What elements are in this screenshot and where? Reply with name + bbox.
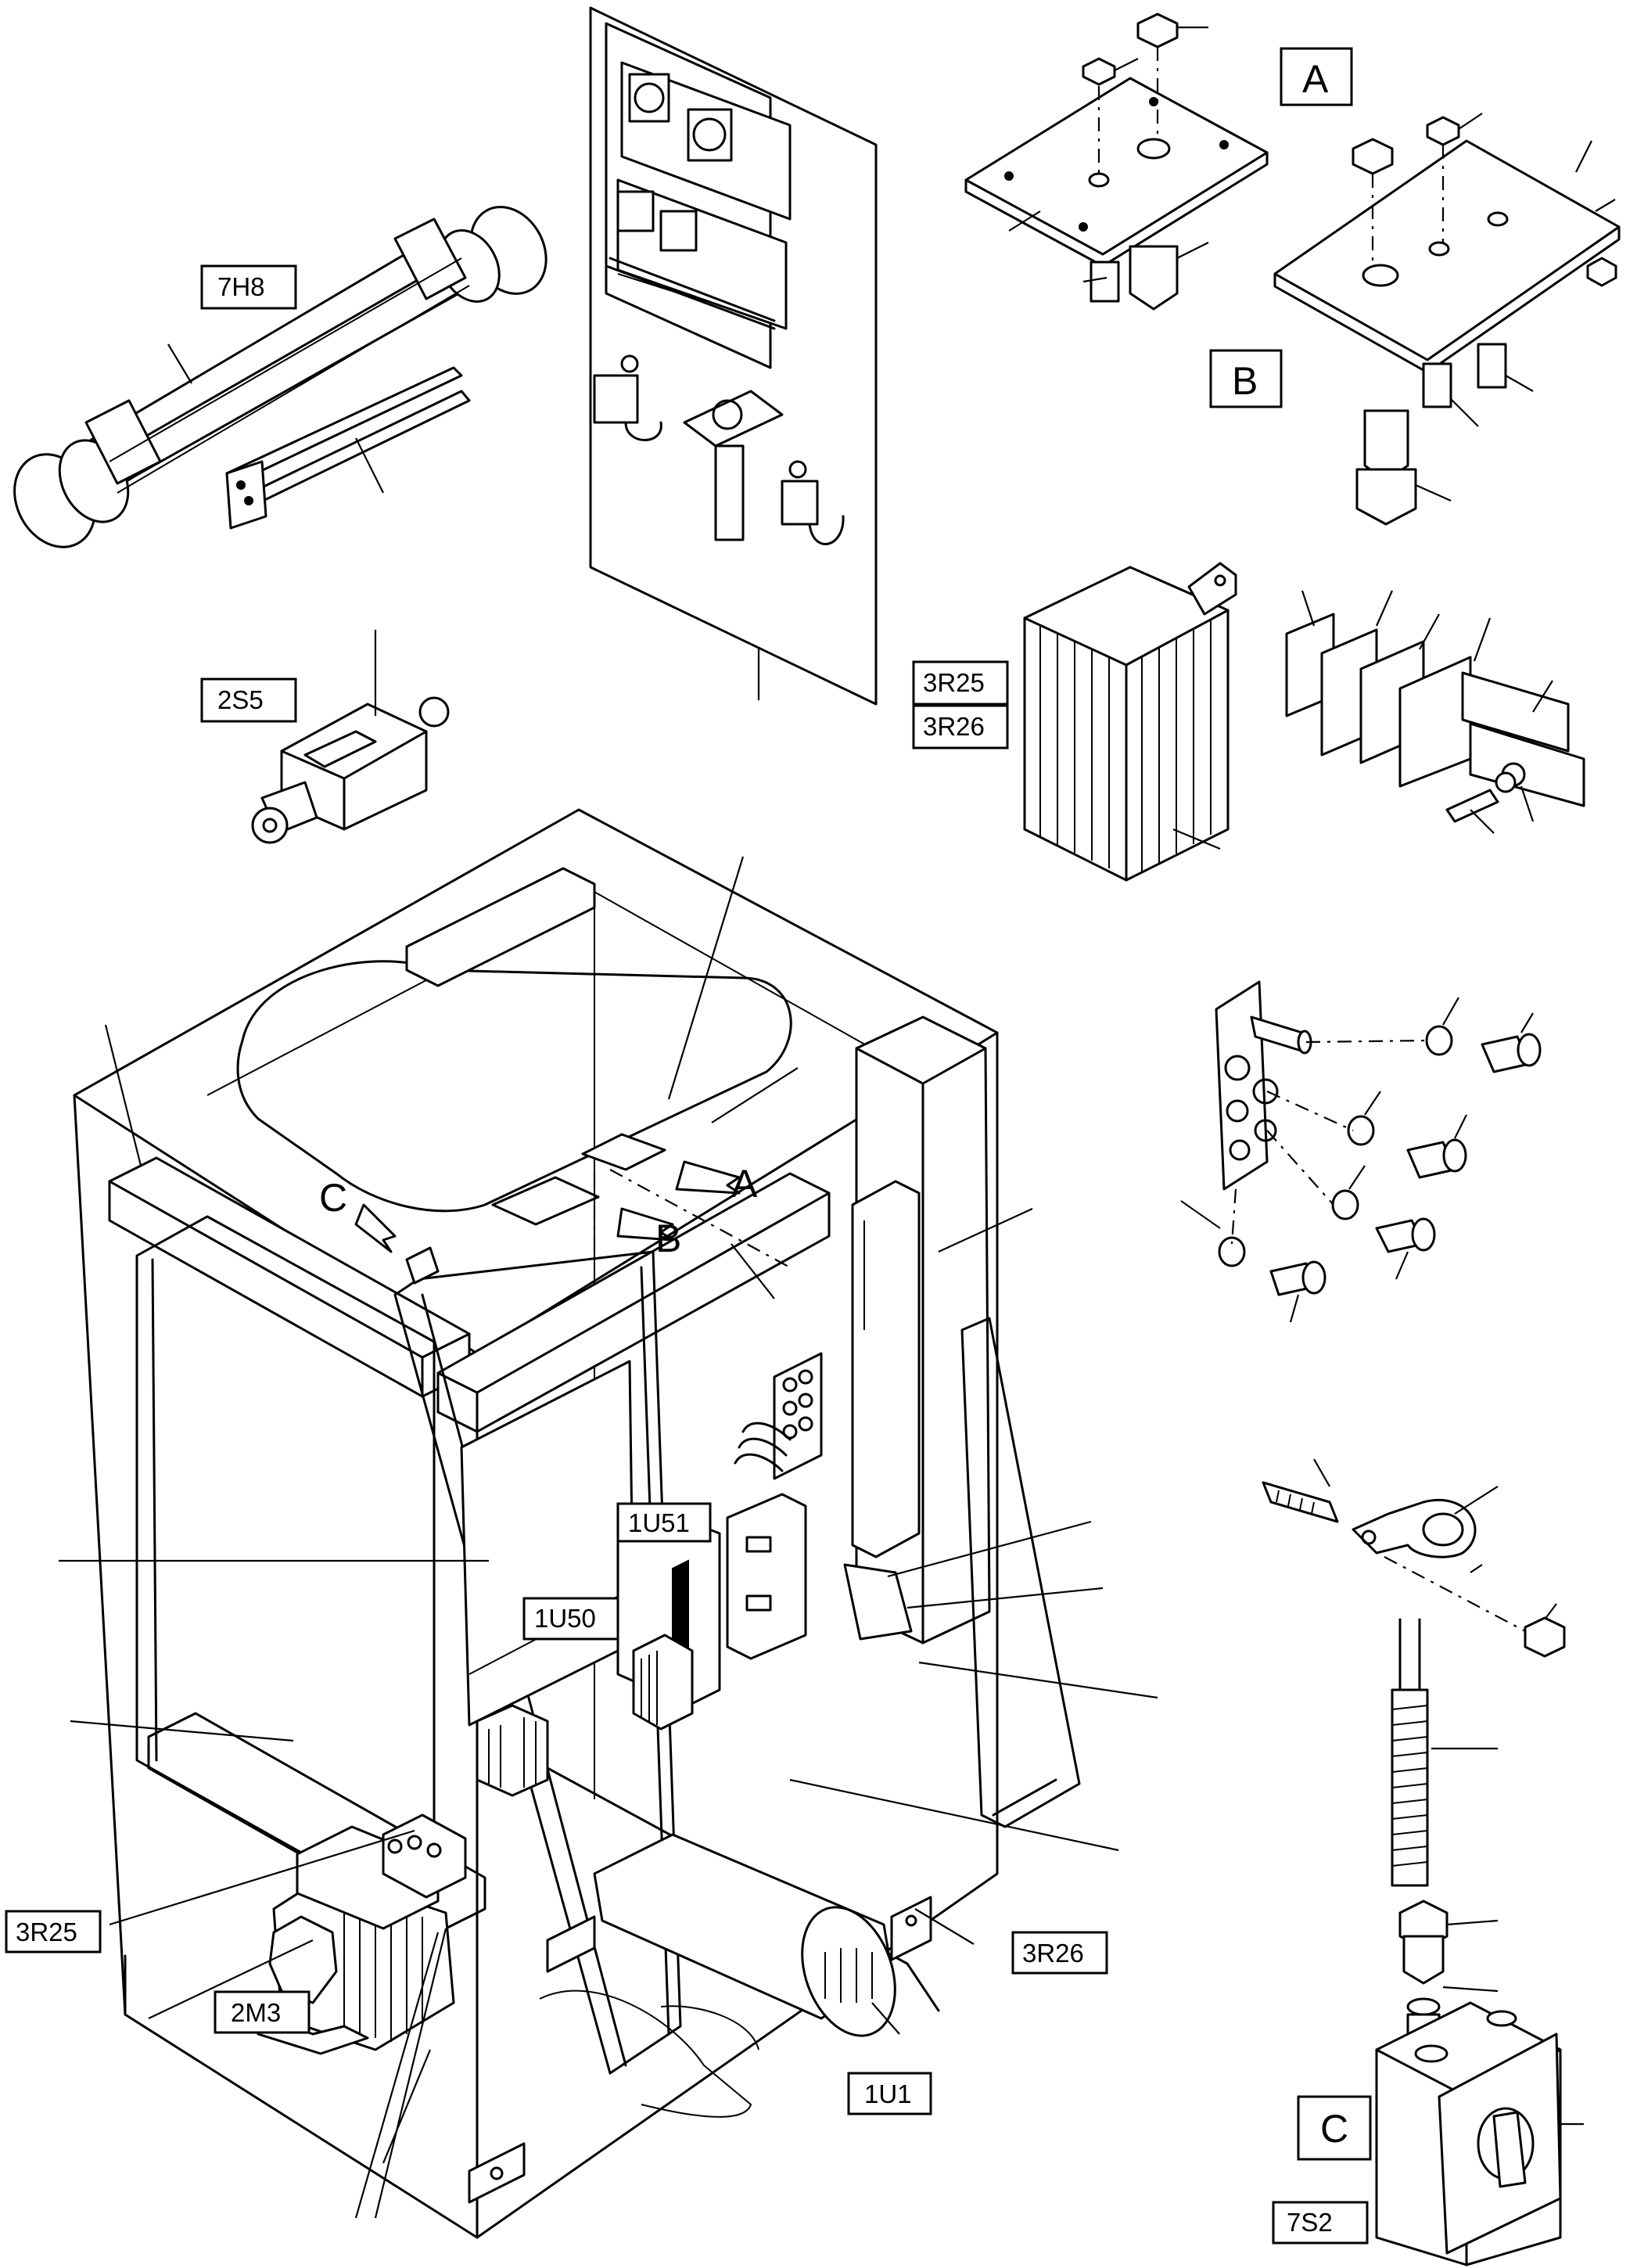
label-7h8: 7H8	[217, 272, 265, 301]
label-2m3: 2M3	[231, 1998, 281, 2027]
label-box-1u50	[522, 1597, 619, 1641]
label-box-1u51	[616, 1502, 712, 1543]
label-3r25-bottom: 3R25	[16, 1918, 77, 1946]
label-1u51: 1U51	[628, 1508, 690, 1537]
detail-a-letter: A	[1302, 57, 1329, 101]
label-box-2m3	[214, 1990, 311, 2034]
arrow-letter-b: B	[655, 1217, 681, 1260]
label-7s2: 7S2	[1287, 2208, 1333, 2237]
label-3r26-top: 3R26	[923, 712, 985, 741]
detail-c-box	[1297, 2095, 1372, 2161]
control-panel	[589, 6, 878, 706]
label-box-2s5	[200, 678, 297, 723]
label-box-7s2	[1272, 2201, 1369, 2245]
cable-gland-assembly	[1262, 1481, 1566, 2266]
arrow-letter-a: A	[731, 1162, 758, 1206]
detail-a-plate	[964, 13, 1269, 311]
label-box-3r26-top	[912, 704, 1009, 749]
limit-switch-2s5	[251, 696, 450, 844]
label-box-3r26-bottom	[1011, 1931, 1108, 1975]
main-cabinet	[73, 808, 1081, 2239]
detail-a-box	[1280, 47, 1353, 106]
label-box-3r25-bottom	[5, 1910, 102, 1953]
resistor-heatsink-3r25-3r26	[1023, 562, 1237, 882]
label-2s5: 2S5	[217, 685, 264, 714]
detail-c-letter: C	[1320, 2107, 1348, 2151]
label-1u1: 1U1	[864, 2079, 912, 2108]
heater-rod-element	[225, 366, 471, 530]
label-3r26-bottom: 3R26	[1022, 1939, 1084, 1968]
label-box-1u1	[847, 2072, 932, 2115]
arrow-letter-c: C	[319, 1176, 347, 1220]
label-box-3r25-top	[912, 660, 1009, 706]
detail-b-box	[1209, 349, 1283, 408]
label-box-7h8	[200, 264, 297, 310]
label-3r25-top: 3R25	[923, 668, 985, 697]
detail-b-letter: B	[1232, 359, 1258, 403]
label-1u50: 1U50	[534, 1604, 596, 1633]
heater-7h8	[13, 206, 547, 548]
detail-b-plate	[1273, 116, 1621, 526]
connector-plate-assembly	[1180, 980, 1542, 1296]
terminal-blocks	[1285, 613, 1585, 823]
